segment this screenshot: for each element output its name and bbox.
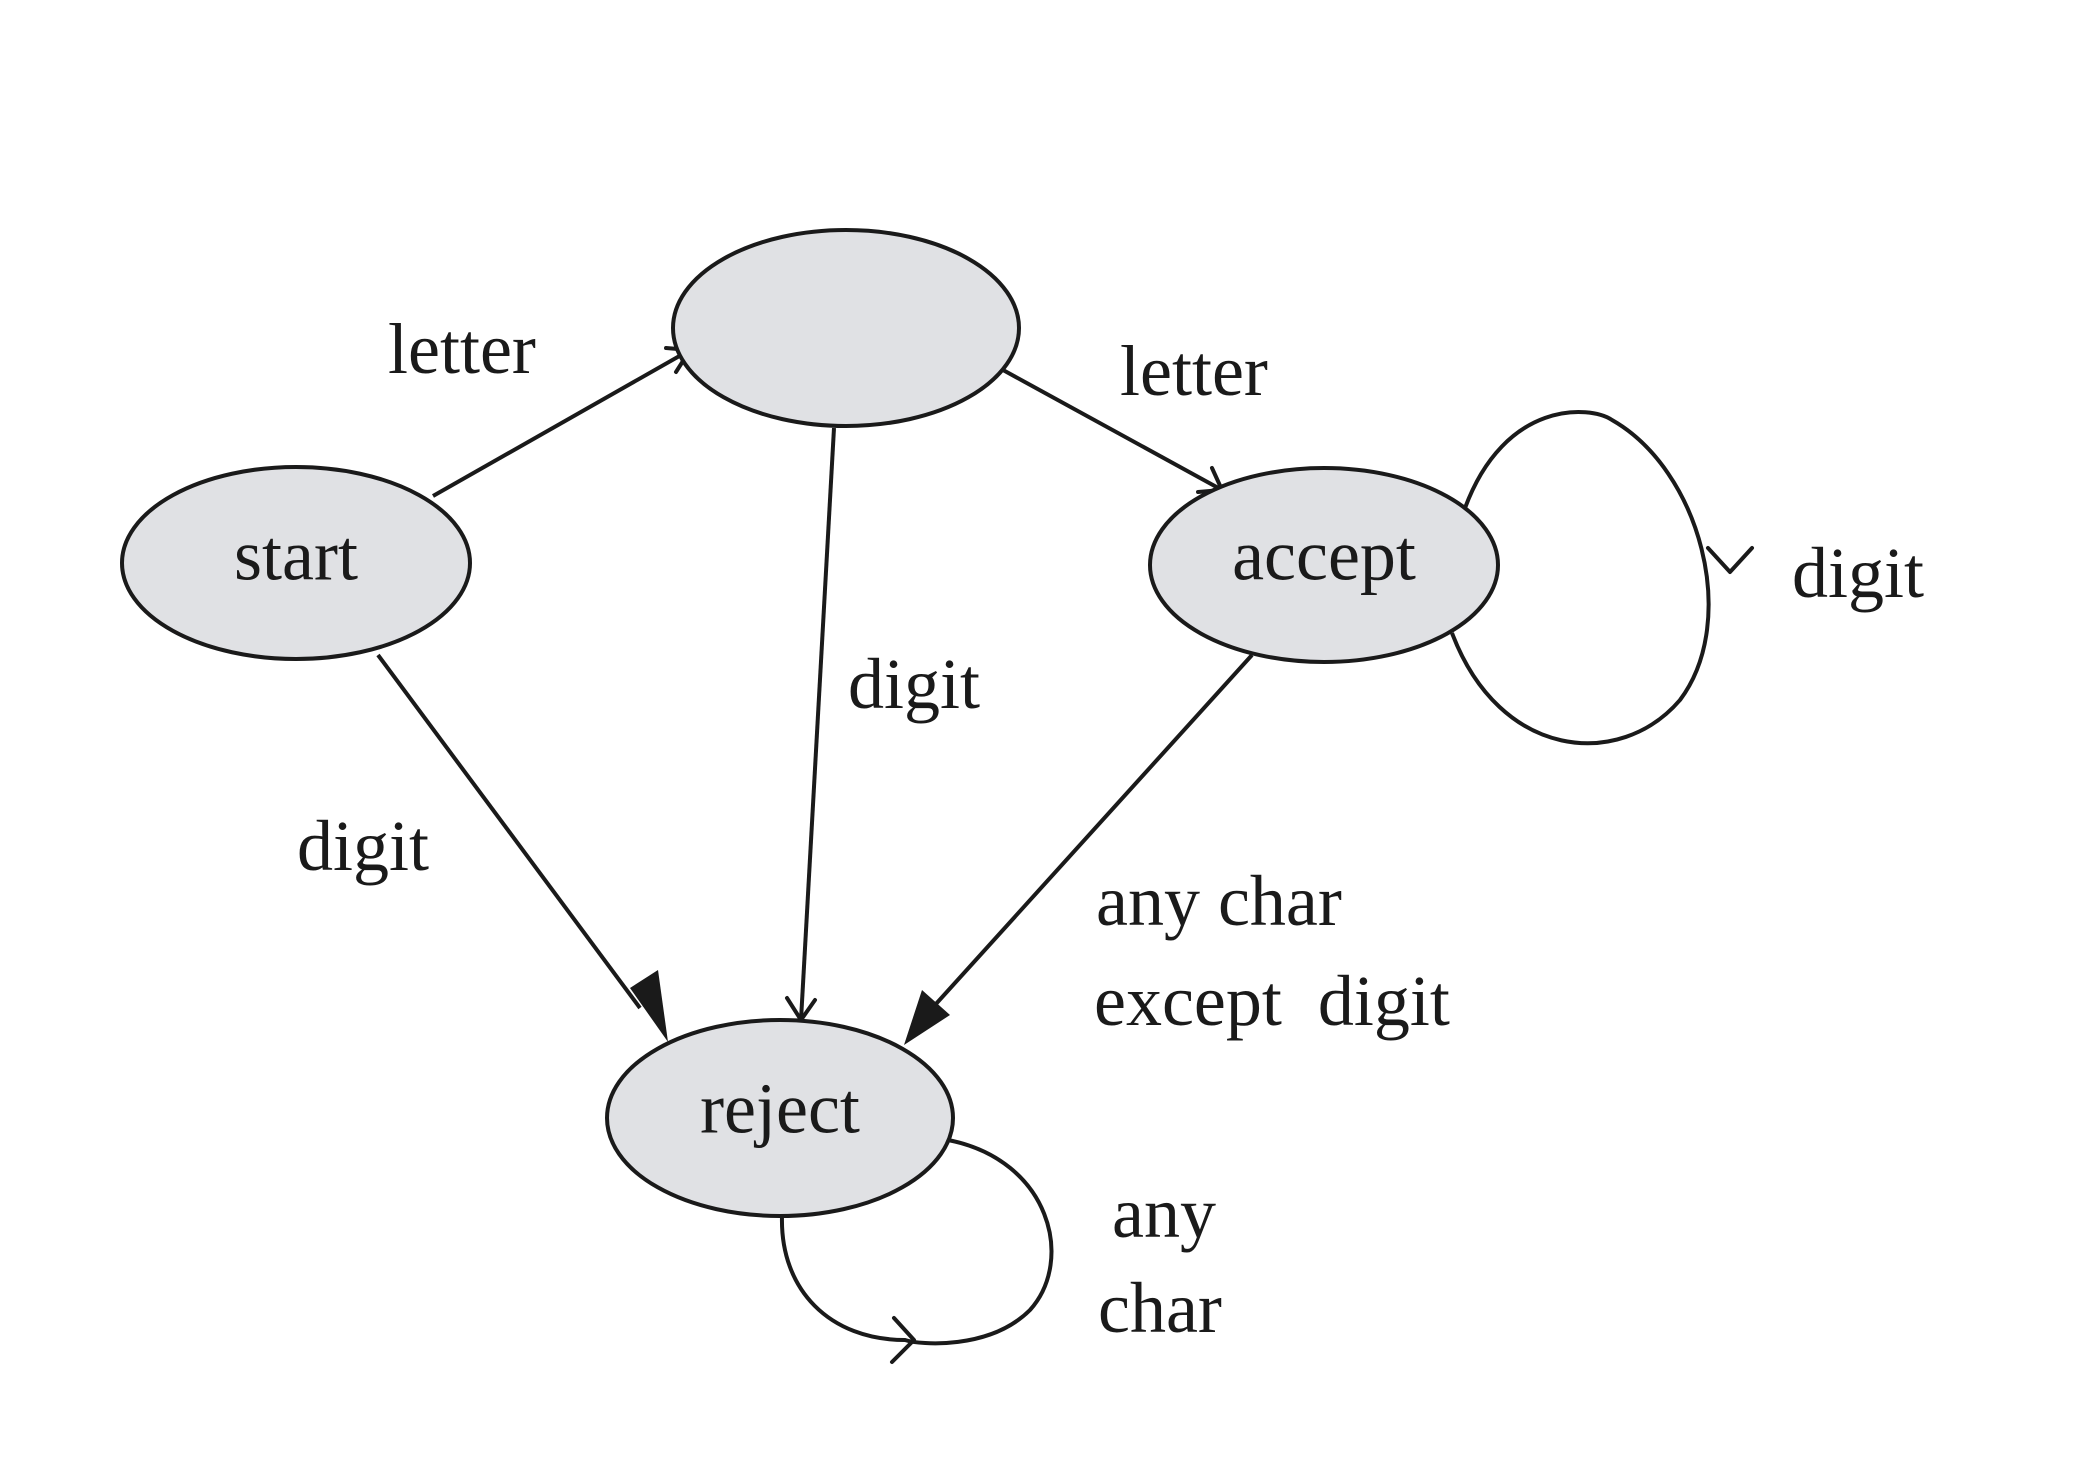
- edge-start-to-middle: [432, 348, 691, 498]
- state-start: [120, 465, 472, 661]
- label-accept-to-reject-line1: any char: [1096, 861, 1342, 941]
- state-reject: [605, 1018, 955, 1218]
- edge-middle-to-accept: [1002, 368, 1223, 492]
- label-accept-to-reject-line2: except digit: [1094, 961, 1450, 1041]
- label-start-to-reject: digit: [297, 806, 429, 886]
- state-reject-label: reject: [700, 1069, 860, 1149]
- arrowhead-reject-loop: [890, 1316, 916, 1364]
- label-accept-loop: digit: [1792, 533, 1924, 613]
- label-middle-to-accept: letter: [1120, 331, 1268, 411]
- state-accept: [1148, 466, 1500, 664]
- state-accept-label: accept: [1232, 516, 1416, 596]
- state-middle: [671, 228, 1021, 428]
- label-reject-loop-line2: char: [1098, 1268, 1222, 1348]
- arrowhead-accept-loop: [1706, 546, 1754, 574]
- edge-reject-loop: [779, 1138, 1054, 1346]
- label-reject-loop-line1: any: [1112, 1173, 1216, 1253]
- label-start-to-middle: letter: [388, 309, 536, 389]
- edge-start-to-reject: [376, 653, 642, 1010]
- arrowhead-accept-to-reject: [904, 990, 950, 1045]
- edge-accept-to-reject: [933, 653, 1254, 1007]
- edge-accept-loop: [1450, 410, 1711, 746]
- arrowhead-start-to-reject: [630, 970, 668, 1042]
- edge-middle-to-reject: [799, 427, 836, 1021]
- state-start-label: start: [234, 516, 358, 596]
- label-middle-to-reject: digit: [848, 644, 980, 724]
